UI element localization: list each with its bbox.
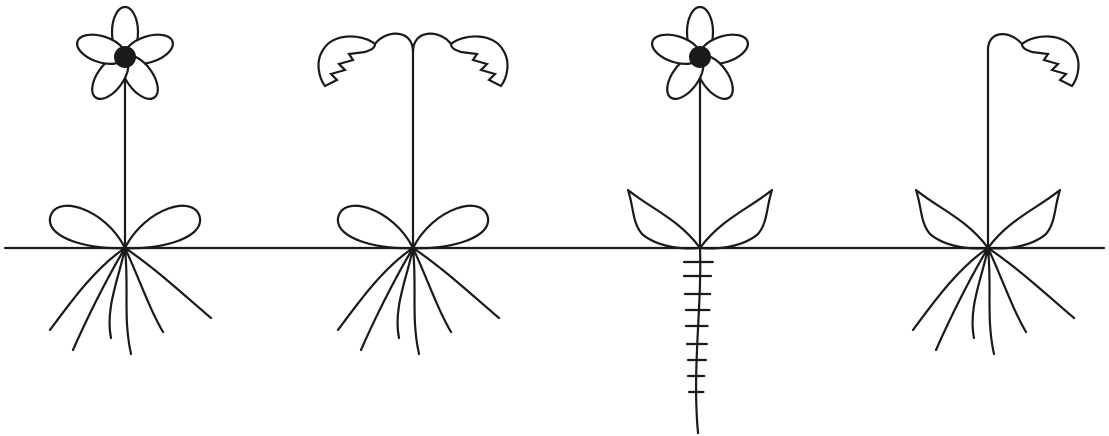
fibrous-root xyxy=(125,248,131,354)
leaf-right xyxy=(988,190,1060,248)
fibrous-root xyxy=(125,248,211,318)
leaf-left xyxy=(916,190,988,248)
leaf-left xyxy=(338,206,413,248)
flower-stalk-left xyxy=(375,34,413,52)
plant-2 xyxy=(319,34,508,354)
bell-flower xyxy=(451,36,507,86)
plant-4 xyxy=(913,34,1078,354)
fibrous-root xyxy=(361,248,413,350)
leaf-right xyxy=(125,206,200,248)
fibrous-root xyxy=(413,248,499,318)
plant-3 xyxy=(628,7,772,433)
bell-flower xyxy=(319,36,375,86)
bell-flower xyxy=(1022,36,1078,86)
flower-center xyxy=(689,46,711,68)
flower-stalk-right xyxy=(413,34,451,52)
fibrous-root xyxy=(413,248,419,354)
leaf-left xyxy=(50,206,125,248)
leaf-left xyxy=(628,190,700,248)
leaf-right xyxy=(413,206,488,248)
fibrous-root xyxy=(73,248,125,350)
leaf-right xyxy=(700,190,772,248)
fibrous-root xyxy=(988,248,1074,318)
fibrous-root xyxy=(936,248,988,350)
plants-group xyxy=(50,7,1079,433)
flower-stalk xyxy=(988,34,1022,50)
plant-1 xyxy=(50,7,211,354)
fibrous-root xyxy=(988,248,994,354)
flower-center xyxy=(114,46,136,68)
